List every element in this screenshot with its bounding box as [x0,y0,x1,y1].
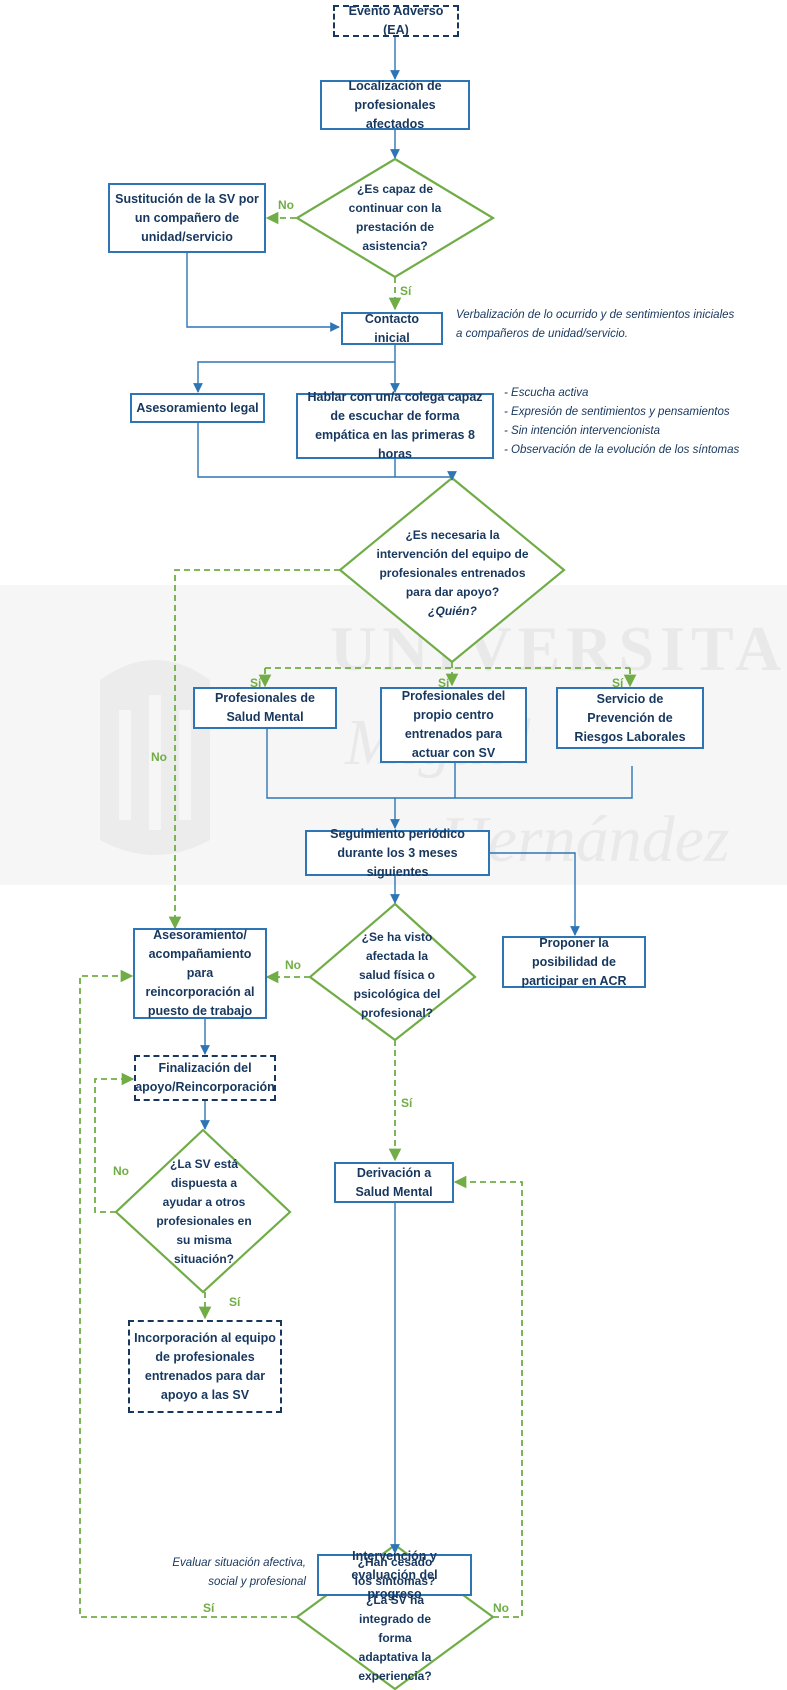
university-logo-watermark [100,660,210,855]
label-no-sehavisto: No [285,958,301,972]
decision-quien: ¿Quién? [428,603,477,618]
edge-seguimiento-acr [490,852,580,936]
note-colega-item: - Escucha activa [504,387,589,399]
node-servicio-prevencion: Servicio de Prevención de Riesgos Labora… [556,687,704,749]
node-hablar-colega: Hablar con un/a colega capaz de escuchar… [296,390,494,461]
label-si-hancesado: Sí [203,1601,215,1615]
label-si-sehavisto: Sí [401,1096,413,1110]
node-asesoramiento-legal: Asesoramiento legal [130,393,265,423]
note-verbalizacion: Verbalización de lo ocurrido y de sentim… [456,309,735,340]
label-no-esnecesaria: No [151,750,167,764]
edge-esnecesaria-no [168,569,340,930]
node-derivacion: Derivación a Salud Mental [334,1162,454,1203]
node-proponer-acr: Proponer la posibilidad de participar en… [502,936,646,988]
decision-es-necesaria-question: ¿Es necesaria la intervención del equipo… [376,527,529,599]
label-si-prevencion: Sí [612,676,624,690]
label-si-propio: Sí [438,676,450,690]
node-prof-propio-centro: Profesionales del propio centro entrenad… [380,687,527,763]
edge-saludmental-join [266,729,633,799]
node-contacto-inicial: Contacto inicial [341,312,443,345]
edge-contacto-asesoramiento-legal [193,361,395,393]
edge-hancesado-si [79,969,297,1618]
edge-dispuesta-no [94,1072,135,1213]
label-no-dispuesta: No [113,1164,129,1178]
edge-hancesado-no [453,1175,523,1618]
label-si-saludmental: Sí [250,676,262,690]
note-colega-item: - Expresión de sentimientos y pensamient… [504,406,730,418]
note-colega-item: - Sin intención intervencionista [504,425,660,437]
label-si-dispuesta: Sí [229,1295,241,1309]
edge-asesoramiento-legal-esnecesaria [197,423,457,481]
label-no-hancesado: No [493,1601,509,1615]
label-si-escapaz: Sí [400,284,412,298]
node-evento-adverso: Evento Adverso (EA) [333,4,459,37]
node-localizacion: Localización de profesionales afectados [320,79,470,131]
decision-es-capaz-text: ¿Es capaz de continuar con la prestación… [348,182,442,253]
note-evaluar: Evaluar situación afectiva, social y pro… [172,1557,306,1588]
node-sustitucion: Sustitución de la SV por un compañero de… [108,183,266,253]
node-incorporacion: Incorporación al equipo de profesionales… [128,1320,282,1413]
decision-es-necesaria-text: ¿Es necesaria la intervención del equipo… [375,525,530,621]
note-colega-item: - Observación de la evolución de los sín… [504,444,740,456]
decision-han-cesado-text: ¿Han cesado los síntomas? ¿La SV ha inte… [354,1555,436,1683]
node-intervencion: Intervención y evaluación del progreso [317,1549,472,1601]
node-asesoramiento-reincorporacion: Asesoramiento/ acompañamiento para reinc… [133,928,267,1019]
label-no-escapaz: No [278,198,294,212]
decision-se-ha-visto-text: ¿Se ha visto afectada la salud física o … [353,929,441,1020]
node-seguimiento: Seguimiento periódico durante los 3 mese… [305,827,490,879]
node-finalizacion: Finalización del apoyo/Reincorporación [134,1055,276,1101]
note-colega-list: - Escucha activa - Expresión de sentimie… [504,384,784,460]
node-prof-salud-mental: Profesionales de Salud Mental [193,687,337,729]
decision-la-sv-dispuesta-text: ¿La SV está dispuesta a ayudar a otros p… [156,1157,252,1266]
decision-diamond-la-sv-dispuesta [114,1128,292,1294]
edge-sustitucion-contacto [186,253,340,332]
